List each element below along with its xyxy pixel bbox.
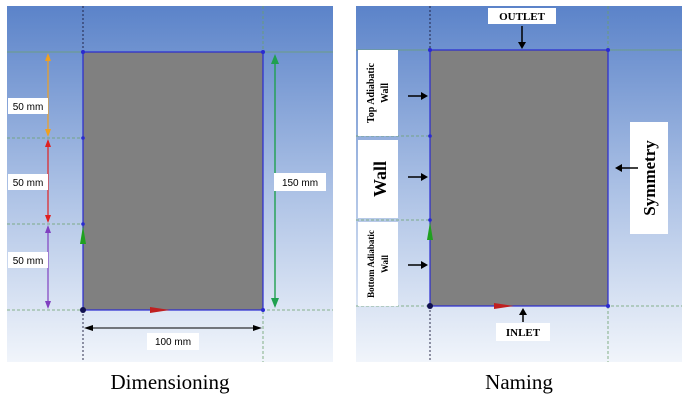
naming-canvas: OUTLET INLET Top Adiabatic Wall Wall Bot [356,6,682,362]
top-adiabatic-wall-label-box [358,50,398,136]
vertex [428,134,432,138]
y-axis-triad-arrow [80,226,86,244]
x-axis-triad-arrow [494,303,514,309]
wall-label-box [358,140,398,218]
vertex [261,50,265,54]
bottom-adiabatic-wall-label-box [358,222,398,306]
vertex [606,48,610,52]
origin-point [427,303,433,309]
domain-rectangle [82,51,264,311]
dimensioning-canvas: 50 mm 50 mm 50 mm 150 mm [7,6,333,362]
symmetry-label: Symmetry [640,140,659,216]
domain-rectangle [429,49,609,307]
dimension-segment-top: 50 mm [8,53,51,137]
dimension-segment-middle: 50 mm [8,139,51,223]
wall-label: Wall [370,161,390,197]
dimensioning-caption: Dimensioning [110,370,230,394]
inlet-label-box [496,323,550,341]
symmetry-arrow [615,164,638,172]
naming-panel: OUTLET INLET Top Adiabatic Wall Wall Bot [356,6,682,362]
outlet-label: OUTLET [499,11,546,23]
bottom-adiabatic-wall-label-line2: Wall [380,255,390,274]
dimension-width: 100 mm [84,325,262,350]
outlet-arrow [518,26,526,49]
dimension-height: 150 mm [271,54,326,308]
dimension-label-width: 100 mm [155,337,191,348]
naming-caption: Naming [485,370,553,394]
dimension-label-middle: 50 mm [13,178,44,189]
dimensioning-panel: 50 mm 50 mm 50 mm 150 mm [7,6,333,362]
dimension-label-top: 50 mm [13,102,44,113]
origin-point [80,307,86,313]
vertex [428,48,432,52]
vertex [428,218,432,222]
vertex [81,50,85,54]
dimension-label-height: 150 mm [282,178,318,189]
y-axis-triad-arrow [427,222,433,240]
top-adiabatic-wall-label-line2: Wall [380,83,391,103]
vertex [81,222,85,226]
dimension-segment-bottom: 50 mm [8,225,51,309]
vertex [81,136,85,140]
inlet-label: INLET [506,327,541,339]
top-adiabatic-wall-label-line1: Top Adiabatic [366,62,377,122]
vertex [261,308,265,312]
bottom-wall-arrow [408,261,428,269]
outlet-label-box [488,8,556,24]
inlet-arrow [519,308,527,322]
top-wall-arrow [408,92,428,100]
wall-arrow [408,173,428,181]
vertex [606,304,610,308]
x-axis-triad-arrow [150,307,170,313]
symmetry-label-box [630,122,668,234]
dimension-label-bottom: 50 mm [13,256,44,267]
bottom-adiabatic-wall-label-line1: Bottom Adiabatic [366,230,376,298]
